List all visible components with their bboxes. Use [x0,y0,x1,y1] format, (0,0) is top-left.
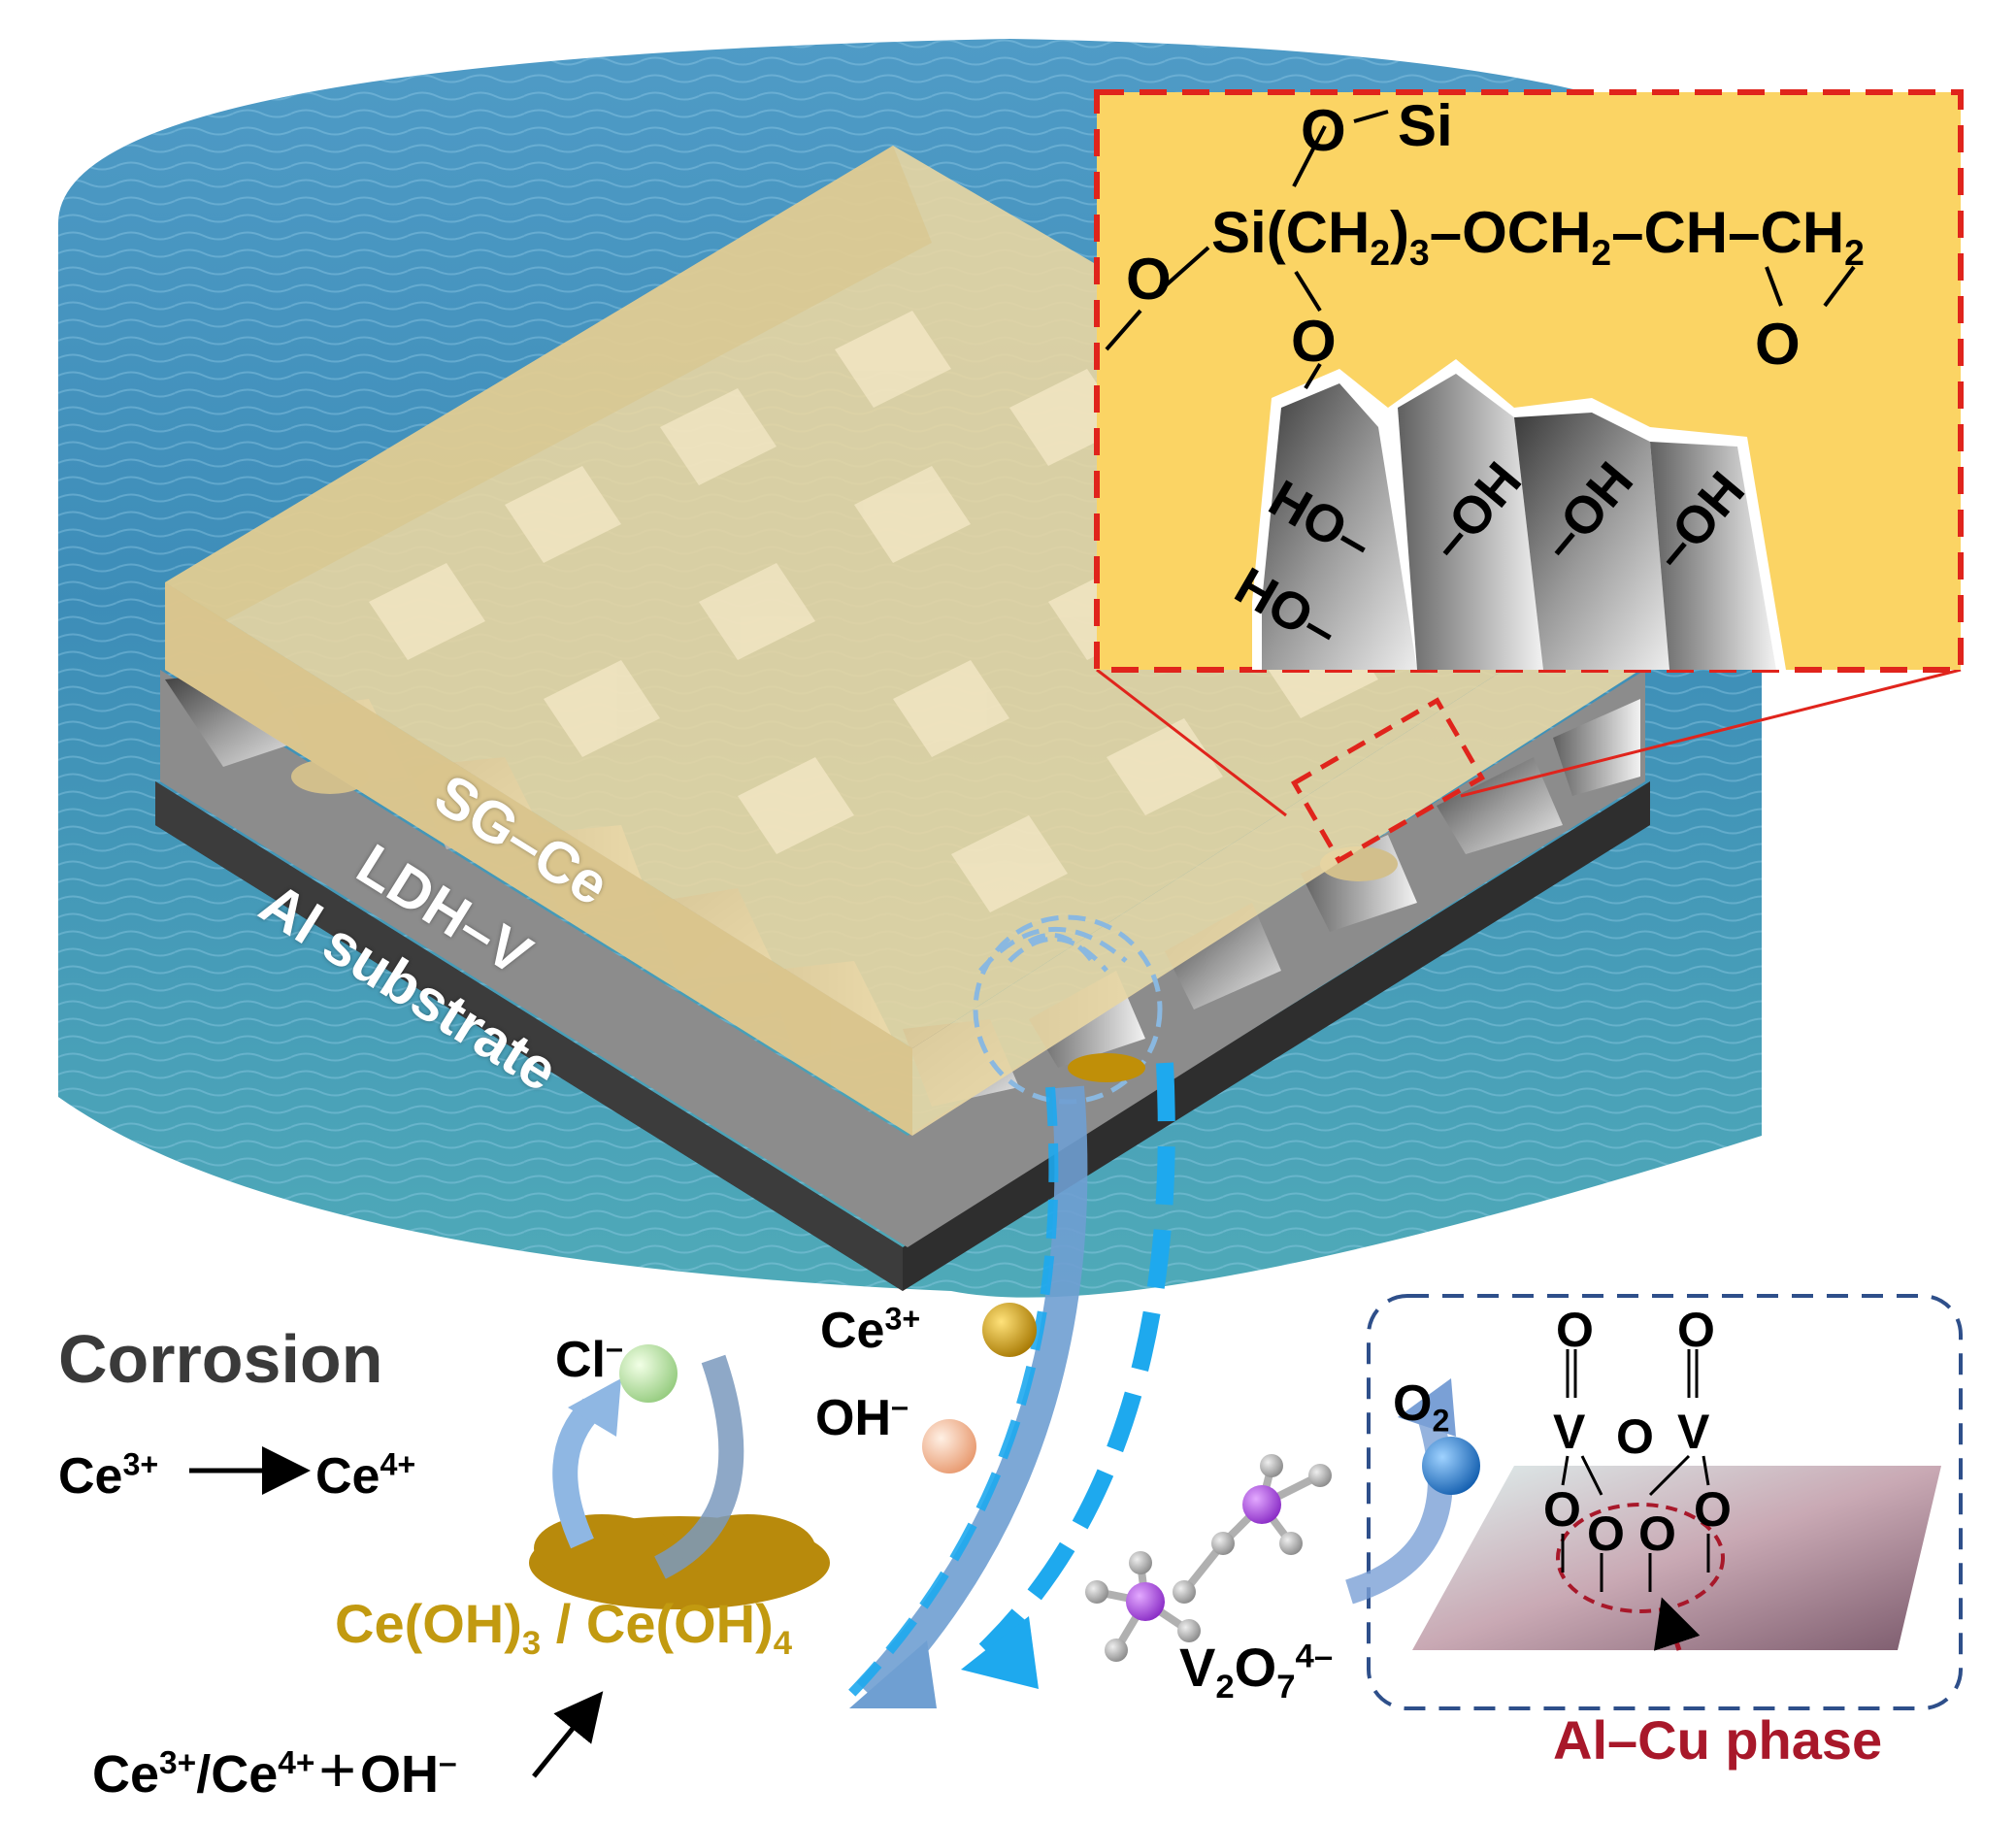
chloride-cycle-arrow-right [653,1354,744,1579]
vanadate-label: V2O74– [1179,1637,1334,1706]
hydroxide-ion-ball [922,1419,976,1473]
chloride-cycle-arrow-left [552,1398,602,1549]
oxygen-ball [1422,1437,1480,1495]
zoom-connector-2 [1460,668,1962,798]
vo-label-o7: O [1694,1482,1732,1537]
vo-label-v2: V [1677,1405,1710,1459]
vo-label-o6: O [1638,1506,1676,1561]
vo-label-o3: O [1616,1409,1654,1464]
hydroxide-ion-label: OH– [815,1388,909,1446]
defect-deposit [1068,1053,1145,1082]
phase-pointer [1653,1597,1701,1651]
zoom-connector-1 [1096,668,1287,817]
vo-label-o2: O [1677,1303,1715,1357]
chloride-ion-ball [619,1344,678,1403]
precipitation-arrow [532,1691,604,1778]
oxygen-label: O2 [1393,1375,1450,1439]
diffusion-arrows [847,1062,1175,1708]
ce3-ion-ball [982,1303,1037,1357]
ce3-label: Ce3+ [58,1446,159,1505]
al-substrate-slab [155,781,1650,1291]
al-cu-phase-ellipse [1556,1503,1725,1613]
inset-o-bottom: O [1291,309,1337,374]
reaction-label: Ce3+/Ce4++OH– [92,1734,457,1805]
al-cu-phase-label: Al–Cu phase [1553,1709,1883,1771]
adsorption-arrow [1344,1403,1453,1605]
precipitate-label: Ce(OH)3 / Ce(OH)4 [335,1593,793,1663]
ce4-label: Ce4+ [315,1446,416,1505]
vo-structure [1561,1349,1710,1592]
chloride-label: Cl– [555,1330,623,1388]
inset-o-upper: O [1301,98,1346,163]
vo-label-o1: O [1556,1303,1594,1357]
al-cu-surface [1412,1466,1941,1650]
inset-o-left: O [1126,247,1172,312]
vo-label-o5: O [1587,1506,1625,1561]
vo-label-v1: V [1553,1405,1586,1459]
inset-silane-chain: Si(CH2)3–OCH2–CH–CH2 [1211,200,1865,273]
inset-epoxy-o: O [1755,312,1801,377]
inset-chemistry-box [1094,89,1964,673]
corrosion-title: Corrosion [58,1321,383,1397]
inset-si-upper: Si [1398,93,1453,158]
vo-label-o4: O [1543,1482,1581,1537]
vanadate-atoms [1085,1454,1332,1662]
ce3-ion-label: Ce3+ [820,1301,921,1359]
adsorption-box [1367,1294,1963,1710]
